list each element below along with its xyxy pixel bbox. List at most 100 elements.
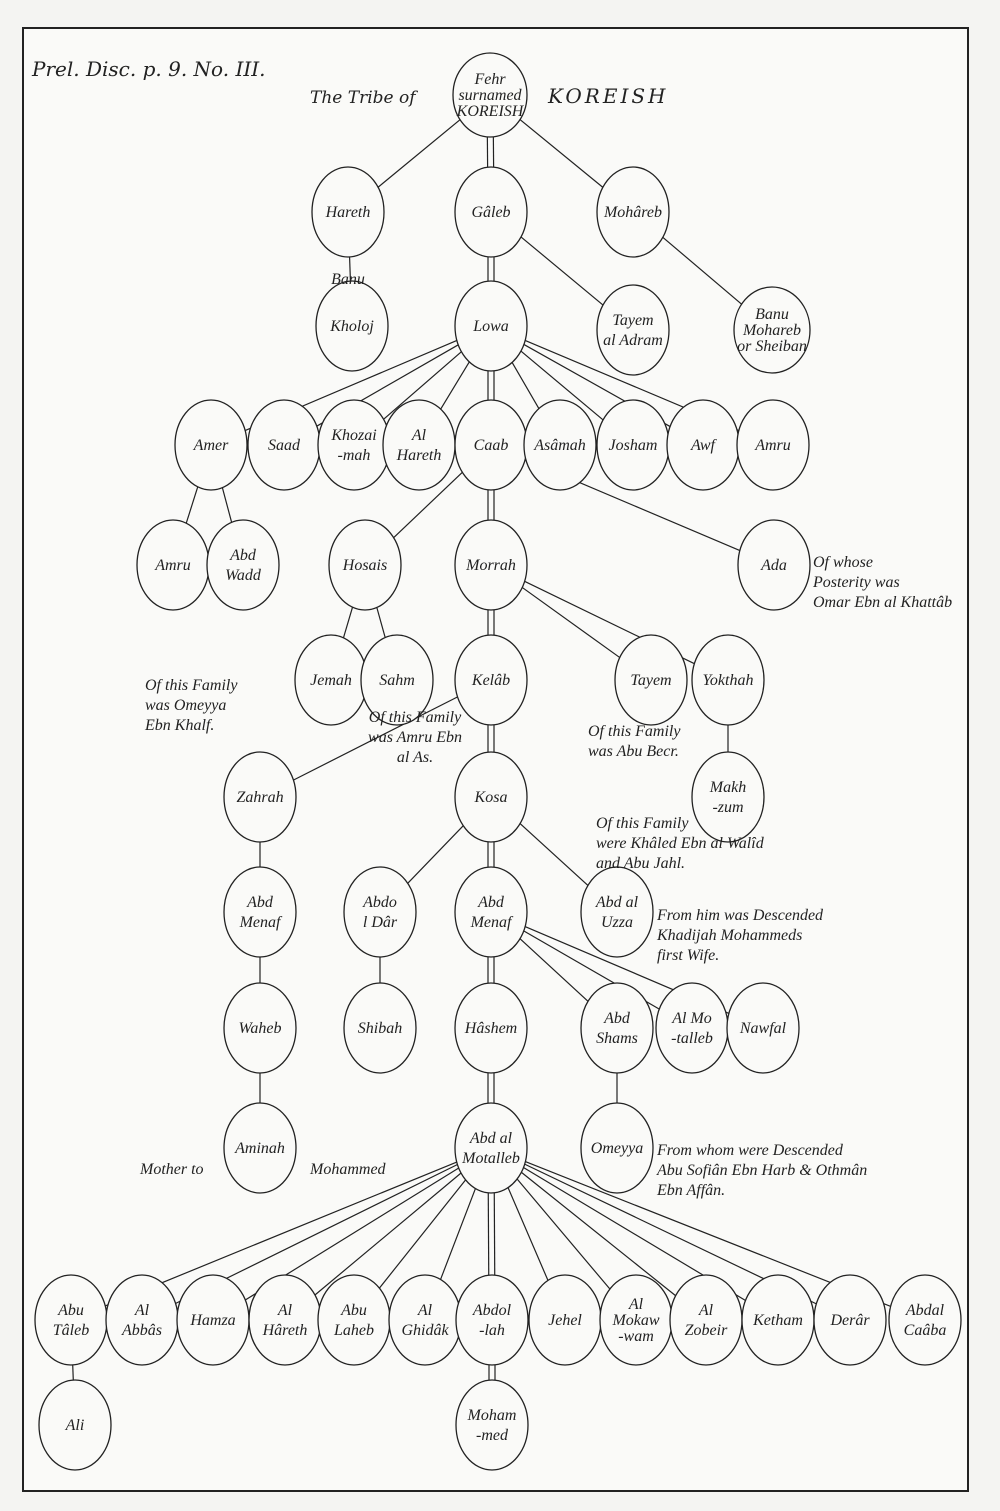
node-label: Abu <box>340 1302 367 1319</box>
person-node-amer: Amer <box>174 399 248 491</box>
lineage-line <box>520 1171 677 1297</box>
node-ellipse <box>580 1102 654 1194</box>
annotation-sahm_note: was Amru Ebn <box>368 729 462 746</box>
node-label: Al <box>134 1302 150 1319</box>
node-ellipse <box>580 982 654 1074</box>
node-ellipse <box>38 1379 112 1471</box>
person-node-morrah: Morrah <box>454 519 528 611</box>
node-label: l Dâr <box>363 914 398 931</box>
lineage-line <box>393 471 463 539</box>
node-label: Abdo <box>362 894 397 911</box>
annotation-omeyya_note: From whom were Descended <box>656 1142 844 1159</box>
node-label: Hâreth <box>262 1322 308 1339</box>
annotation-aminah_right: Mohammed <box>309 1161 387 1178</box>
lineage-line <box>378 1179 467 1289</box>
annotation-tayem_note: was Abu Becr. <box>588 743 679 760</box>
node-label: Menaf <box>470 914 514 931</box>
annotation-omeyya_note: Ebn Affân. <box>656 1182 725 1199</box>
annotation-makhzum_note: Of this Family <box>596 815 689 832</box>
node-ellipse <box>691 634 765 726</box>
node-label: Saad <box>268 437 301 454</box>
node-ellipse <box>580 866 654 958</box>
person-node-ketham: Ketham <box>741 1274 815 1366</box>
person-node-aminah: Aminah <box>223 1102 297 1194</box>
node-label: Khozai <box>330 427 376 444</box>
node-label: Amru <box>154 557 191 574</box>
node-label: Derâr <box>829 1312 870 1329</box>
node-label: Gâleb <box>471 204 510 221</box>
node-label: Abdol <box>472 1302 512 1319</box>
node-ellipse <box>454 519 528 611</box>
lineage-line <box>519 938 589 1002</box>
node-label: -med <box>476 1427 509 1444</box>
lineage-line <box>519 823 589 886</box>
node-ellipse <box>454 634 528 726</box>
annotation-omeyya_note: Abu Sofiân Ebn Harb & Othmân <box>656 1162 867 1179</box>
lineage-line <box>520 350 604 421</box>
lineage-line <box>507 1187 549 1281</box>
node-label: al Adram <box>603 332 663 349</box>
person-node-josham: Josham <box>596 399 670 491</box>
node-label: Makh <box>709 779 746 796</box>
node-label: Ghidâk <box>401 1322 449 1339</box>
node-ellipse <box>733 286 811 374</box>
annotation-jemah_note: Ebn Khalf. <box>144 717 214 734</box>
lineage-line <box>511 362 540 409</box>
person-node-zahrah: Zahrah <box>223 751 297 843</box>
node-label: -mah <box>338 447 371 464</box>
node-label: Zobeir <box>685 1322 728 1339</box>
node-label: Al <box>698 1302 714 1319</box>
lineage-line <box>376 607 386 638</box>
annotation-tayem_note: Of this Family <box>588 723 681 740</box>
node-ellipse <box>206 519 280 611</box>
node-label: Omeyya <box>591 1140 643 1157</box>
node-label: Fehr <box>473 71 506 88</box>
lineage-line <box>221 487 233 523</box>
node-label: Josham <box>609 437 658 454</box>
annotation-jemah_note: Of this Family <box>145 677 238 694</box>
node-label: Ada <box>760 557 787 574</box>
node-label: Hareth <box>325 204 371 221</box>
node-label: Hareth <box>396 447 442 464</box>
person-node-saad: Saad <box>247 399 321 491</box>
lineage-line <box>185 486 199 524</box>
node-ellipse <box>223 1102 297 1194</box>
annotation-jemah_note: was Omeyya <box>145 697 226 714</box>
node-label: Al <box>277 1302 293 1319</box>
node-label: Jehel <box>548 1312 582 1329</box>
node-label: Morrah <box>465 557 516 574</box>
node-ellipse <box>726 982 800 1074</box>
annotation-ada_note: Posterity was <box>812 574 900 591</box>
person-node-mohammed: Moham-med <box>455 1379 529 1471</box>
node-ellipse <box>454 1102 528 1194</box>
node-label: Hosais <box>342 557 387 574</box>
node-ellipse <box>317 399 391 491</box>
person-node-jemah: Jemah <box>294 634 368 726</box>
person-node-kelab: Kelâb <box>454 634 528 726</box>
person-node-abdollah: Abdol-lah <box>455 1274 529 1366</box>
node-label: Tayem <box>612 312 653 329</box>
node-label: Abdal <box>905 1302 945 1319</box>
node-label: KOREISH <box>456 103 525 120</box>
lineage-line <box>104 1161 458 1307</box>
node-ellipse <box>382 399 456 491</box>
annotation-uzza_note: Khadijah Mohammeds <box>656 927 802 944</box>
node-label: Sahm <box>379 672 415 689</box>
node-label: -wam <box>618 1328 654 1345</box>
node-label: surnamed <box>458 87 522 104</box>
node-ellipse <box>328 519 402 611</box>
person-node-kholoj: Kholoj <box>315 280 389 372</box>
node-label: Laheb <box>333 1322 374 1339</box>
person-node-caab: Caab <box>454 399 528 491</box>
node-label: Abd <box>246 894 274 911</box>
node-ellipse <box>454 166 528 258</box>
person-node-amru1: Amru <box>736 399 810 491</box>
person-node-hosais: Hosais <box>328 519 402 611</box>
lineage-line <box>383 351 462 420</box>
